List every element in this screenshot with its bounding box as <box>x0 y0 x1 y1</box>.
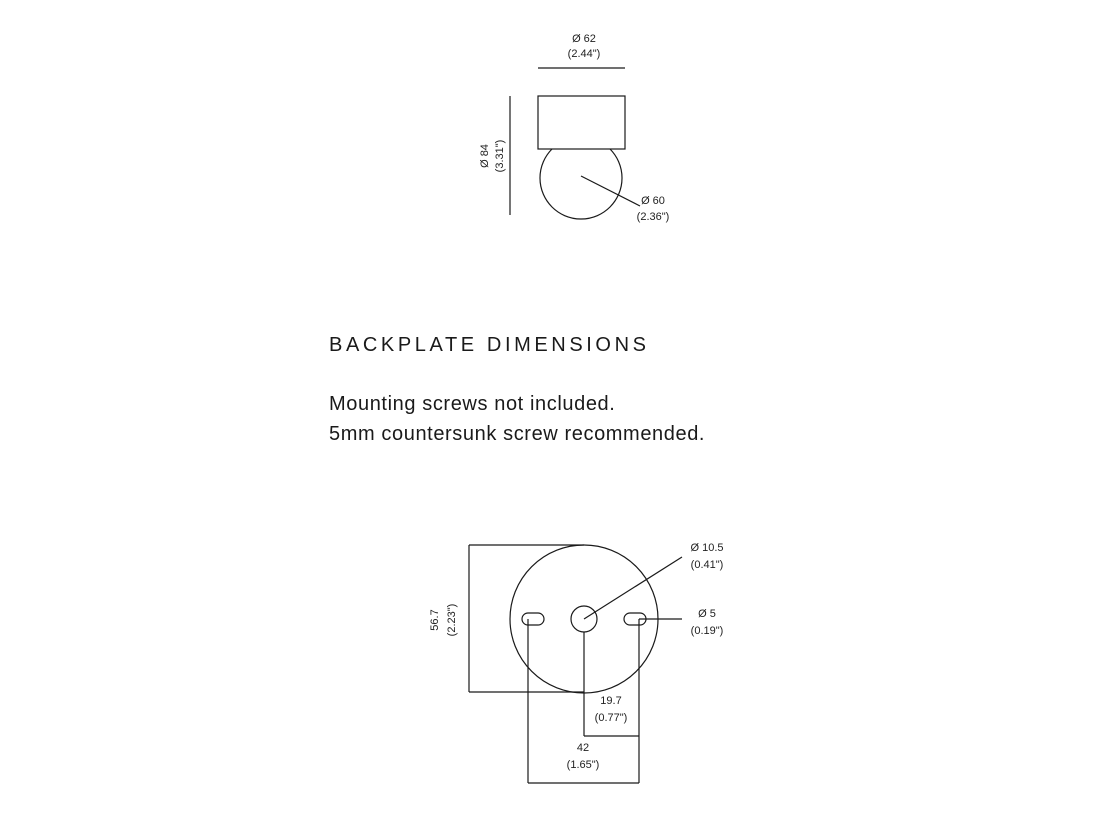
center-hole-leader <box>583 556 683 620</box>
backplate-left-slot <box>521 612 545 626</box>
spacing-value: 42 <box>577 742 589 754</box>
center-hole-imperial: (0.41") <box>691 559 724 571</box>
offset-value: 19.7 <box>600 695 621 707</box>
backplate-height-imperial: (2.23") <box>446 604 458 637</box>
globe-diameter-value: Ø 60 <box>641 195 665 207</box>
slot-imperial: (0.19") <box>691 625 724 637</box>
section-heading: BACKPLATE DIMENSIONS <box>329 334 650 356</box>
fixture-height-imperial: (3.31") <box>494 140 506 173</box>
note-line-1: Mounting screws not included. <box>329 393 616 415</box>
fixture-canopy <box>537 95 626 150</box>
slot-value: Ø 5 <box>698 608 716 620</box>
note-line-2: 5mm countersunk screw recommended. <box>329 423 706 445</box>
offset-imperial: (0.77") <box>595 712 628 724</box>
globe-diameter-imperial: (2.36") <box>637 211 670 223</box>
globe-diameter-leader <box>580 175 641 207</box>
fixture-width-imperial: (2.44") <box>568 48 601 60</box>
backplate-height-value: 56.7 <box>429 609 441 630</box>
spacing-imperial: (1.65") <box>567 759 600 771</box>
fixture-width-value: Ø 62 <box>572 33 596 45</box>
fixture-height-value: Ø 84 <box>479 144 491 168</box>
fixture-globe <box>539 148 623 220</box>
center-hole-value: Ø 10.5 <box>690 542 723 554</box>
